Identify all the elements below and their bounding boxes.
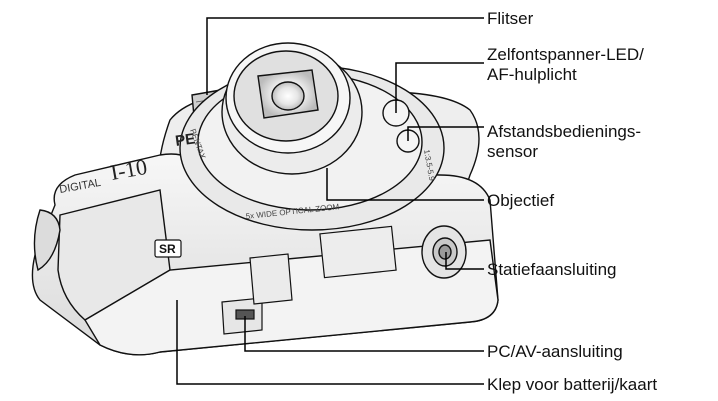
label-battery: Klep voor batterij/kaart (487, 375, 657, 394)
lens-assembly (179, 42, 445, 231)
leader-flash (206, 17, 484, 95)
leader-tripod (445, 252, 484, 270)
leader-lens (326, 168, 484, 201)
label-remote-line1: Afstandsbedienings- (487, 122, 641, 141)
bottom-label-panel (319, 225, 397, 279)
camera-grip (33, 209, 61, 272)
label-selftimer-line2: AF-hulplicht (487, 65, 577, 84)
leader-battery (176, 300, 484, 385)
label-remote-line2: sensor (487, 142, 538, 161)
label-flash: Flitser (487, 9, 534, 28)
leader-remote (407, 126, 484, 141)
sr-badge (154, 239, 182, 258)
leader-lines (176, 17, 484, 385)
sr-badge-text: SR (159, 242, 176, 256)
tripod-socket (421, 225, 467, 279)
body-brand-text: PE (174, 130, 196, 150)
label-selftimer-line1: Zelfontspanner-LED/ (487, 45, 644, 64)
leader-pcav (244, 316, 484, 352)
pcav-port (221, 253, 293, 335)
label-pcav: PC/AV-aansluiting (487, 342, 623, 361)
label-lens: Objectief (487, 191, 554, 210)
leader-selftimer (395, 62, 484, 113)
label-tripod: Statiefaansluiting (487, 260, 616, 279)
lens-glass (271, 81, 305, 111)
